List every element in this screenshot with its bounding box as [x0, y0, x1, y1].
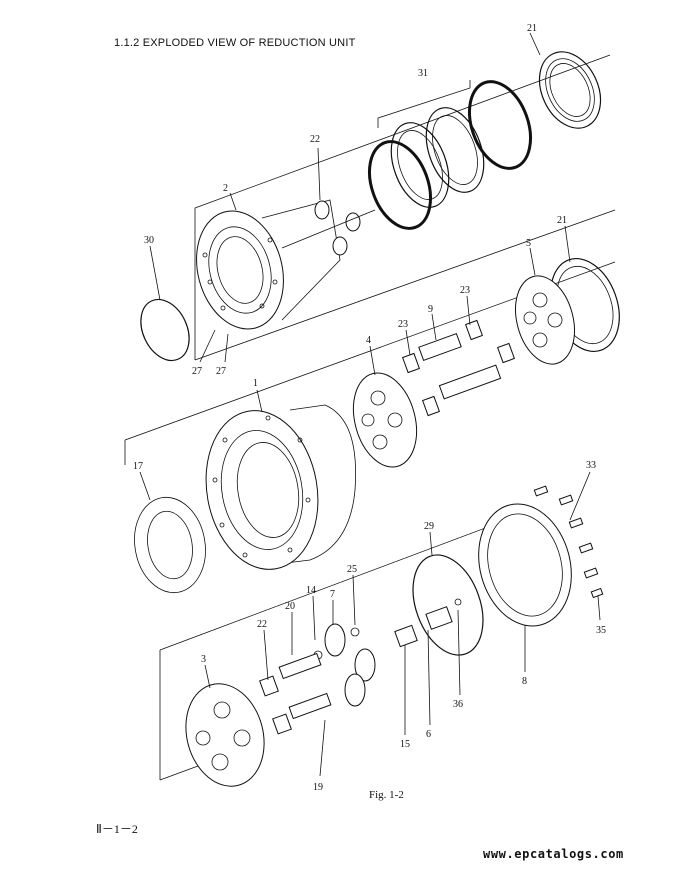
- carrier-5: [515, 275, 575, 365]
- carrier-4: [352, 372, 418, 468]
- part-label-25: 25: [347, 564, 357, 575]
- part-label-30: 30: [144, 235, 154, 246]
- part-label-1: 1: [253, 378, 258, 389]
- part-label-29: 29: [424, 521, 434, 532]
- sun-gear-6: [394, 598, 462, 648]
- bolts-33-35: [533, 485, 604, 599]
- part-label-23-a: 23: [460, 285, 470, 296]
- part-label-27-a: 27: [192, 366, 202, 377]
- part-label-36: 36: [453, 699, 463, 710]
- housing-1: [205, 404, 356, 570]
- part-label-8: 8: [522, 676, 527, 687]
- part-label-33: 33: [586, 460, 596, 471]
- watermark: www.epcatalogs.com: [483, 847, 624, 861]
- floating-seal-31: [368, 80, 532, 230]
- spindle-2: [196, 199, 376, 330]
- gears-7-14: [313, 623, 376, 707]
- planet-shafts-9-23: [401, 319, 516, 417]
- leader-lines: [139, 32, 601, 777]
- part-label-14: 14: [306, 585, 316, 596]
- part-label-17: 17: [133, 461, 143, 472]
- part-label-35: 35: [596, 625, 606, 636]
- part-label-7: 7: [330, 589, 335, 600]
- page-number: Ⅱ－1－2: [96, 822, 138, 836]
- o-ring-30: [140, 298, 190, 362]
- part-labels: 21 31 22 2 30 27 27 21 5 23 9 23 4 1 17 …: [133, 23, 606, 793]
- cover-8: [478, 503, 572, 627]
- part-label-27-b: 27: [216, 366, 226, 377]
- part-label-22-bottom: 22: [257, 619, 267, 630]
- part-label-3: 3: [201, 654, 206, 665]
- part-label-21-top: 21: [527, 23, 537, 34]
- part-label-19: 19: [313, 782, 323, 793]
- figure-caption: Fig. 1-2: [369, 789, 404, 801]
- part-label-6: 6: [426, 729, 431, 740]
- part-label-4: 4: [366, 335, 371, 346]
- part-label-5: 5: [526, 238, 531, 249]
- part-label-15: 15: [400, 739, 410, 750]
- part-label-2: 2: [223, 183, 228, 194]
- part-label-22-top: 22: [310, 134, 320, 145]
- part-label-20: 20: [285, 601, 295, 612]
- shafts-20-22-19: [259, 652, 332, 735]
- part-label-31: 31: [418, 68, 428, 79]
- part-label-9: 9: [428, 304, 433, 315]
- carrier-3: [185, 683, 265, 787]
- bearing-21-top: [538, 51, 602, 129]
- part-label-21-middle: 21: [557, 215, 567, 226]
- o-ring-29: [412, 554, 484, 656]
- page-title: 1.1.2 EXPLODED VIEW OF REDUCTION UNIT: [114, 37, 356, 49]
- pins-17: [134, 496, 206, 594]
- part-label-23-b: 23: [398, 319, 408, 330]
